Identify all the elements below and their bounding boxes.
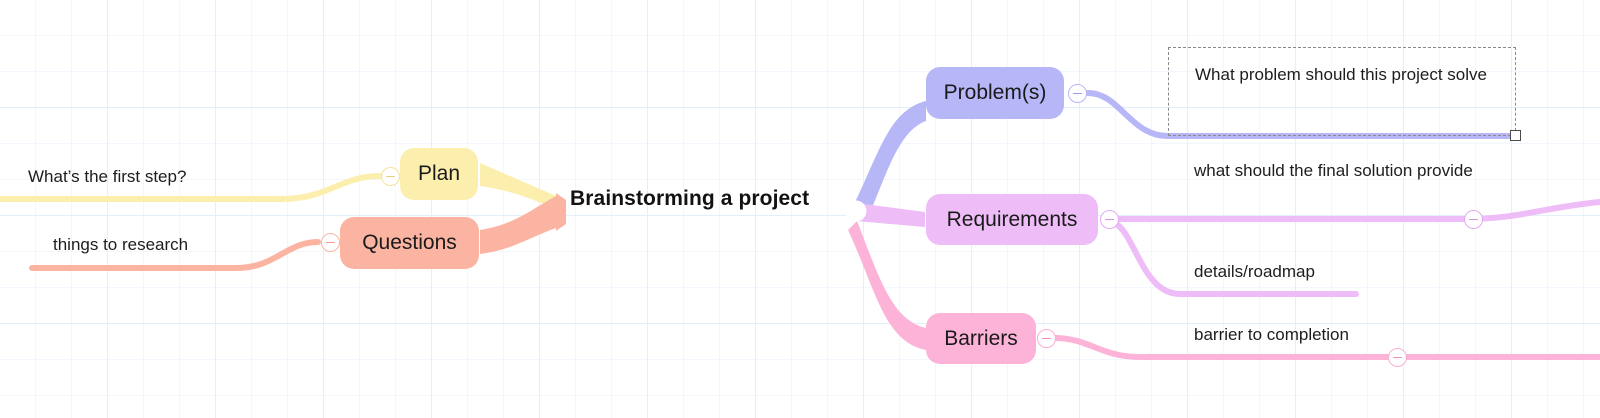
text-edit-box-text[interactable]: What problem should this project solve: [1195, 65, 1487, 84]
node-requirements-label: Requirements: [946, 207, 1078, 231]
collapse-toggle-requirements[interactable]: [1100, 210, 1119, 229]
collapse-toggle-questions[interactable]: [321, 233, 340, 252]
center-hub: [845, 200, 867, 222]
node-requirements[interactable]: Requirements: [926, 194, 1098, 245]
leaf-requirements-roadmap[interactable]: details/roadmap: [1194, 262, 1315, 281]
node-problems[interactable]: Problem(s): [926, 67, 1064, 119]
node-problems-label: Problem(s): [943, 81, 1047, 104]
edge-center-to-questions: [480, 196, 556, 254]
edge-requirements-to-leaf1: [1107, 199, 1600, 222]
center-wedge: [556, 193, 566, 231]
resize-handle[interactable]: [1510, 130, 1521, 141]
edge-center-to-requirements: [856, 203, 925, 227]
node-questions[interactable]: Questions: [340, 217, 479, 269]
center-title[interactable]: Brainstorming a project: [570, 187, 810, 210]
minus-circle-icon: [326, 241, 335, 244]
minus-circle-icon: [386, 175, 395, 178]
minus-circle-icon: [1105, 218, 1114, 221]
edge-center-to-plan: [480, 163, 556, 208]
edge-center-to-problems: [856, 101, 926, 222]
minus-circle-icon: [1393, 356, 1402, 359]
node-barriers-label: Barriers: [944, 326, 1018, 350]
node-barriers[interactable]: Barriers: [926, 313, 1036, 364]
node-plan[interactable]: Plan: [400, 148, 478, 200]
node-questions-label: Questions: [362, 231, 457, 254]
collapse-toggle-barriers[interactable]: [1037, 329, 1056, 348]
leaf-questions-research[interactable]: things to research: [53, 235, 189, 254]
text-edit-box[interactable]: What problem should this project solve: [1168, 47, 1516, 136]
collapse-toggle-problems[interactable]: [1068, 84, 1087, 103]
leaf-barriers-completion[interactable]: barrier to completion: [1194, 325, 1349, 344]
edge-center-to-barriers: [848, 221, 926, 350]
minus-circle-icon: [1042, 337, 1051, 340]
minus-circle-icon: [1073, 92, 1082, 95]
leaf-requirements-provide[interactable]: what should the final solution provide: [1194, 161, 1473, 180]
leaf-plan-first-step[interactable]: What’s the first step?: [28, 167, 187, 186]
collapse-toggle-requirements-leaf1[interactable]: [1464, 210, 1483, 229]
collapse-toggle-plan[interactable]: [381, 167, 400, 186]
minus-circle-icon: [1469, 218, 1478, 221]
collapse-toggle-barriers-leaf1[interactable]: [1388, 348, 1407, 367]
node-plan-label: Plan: [417, 162, 461, 185]
